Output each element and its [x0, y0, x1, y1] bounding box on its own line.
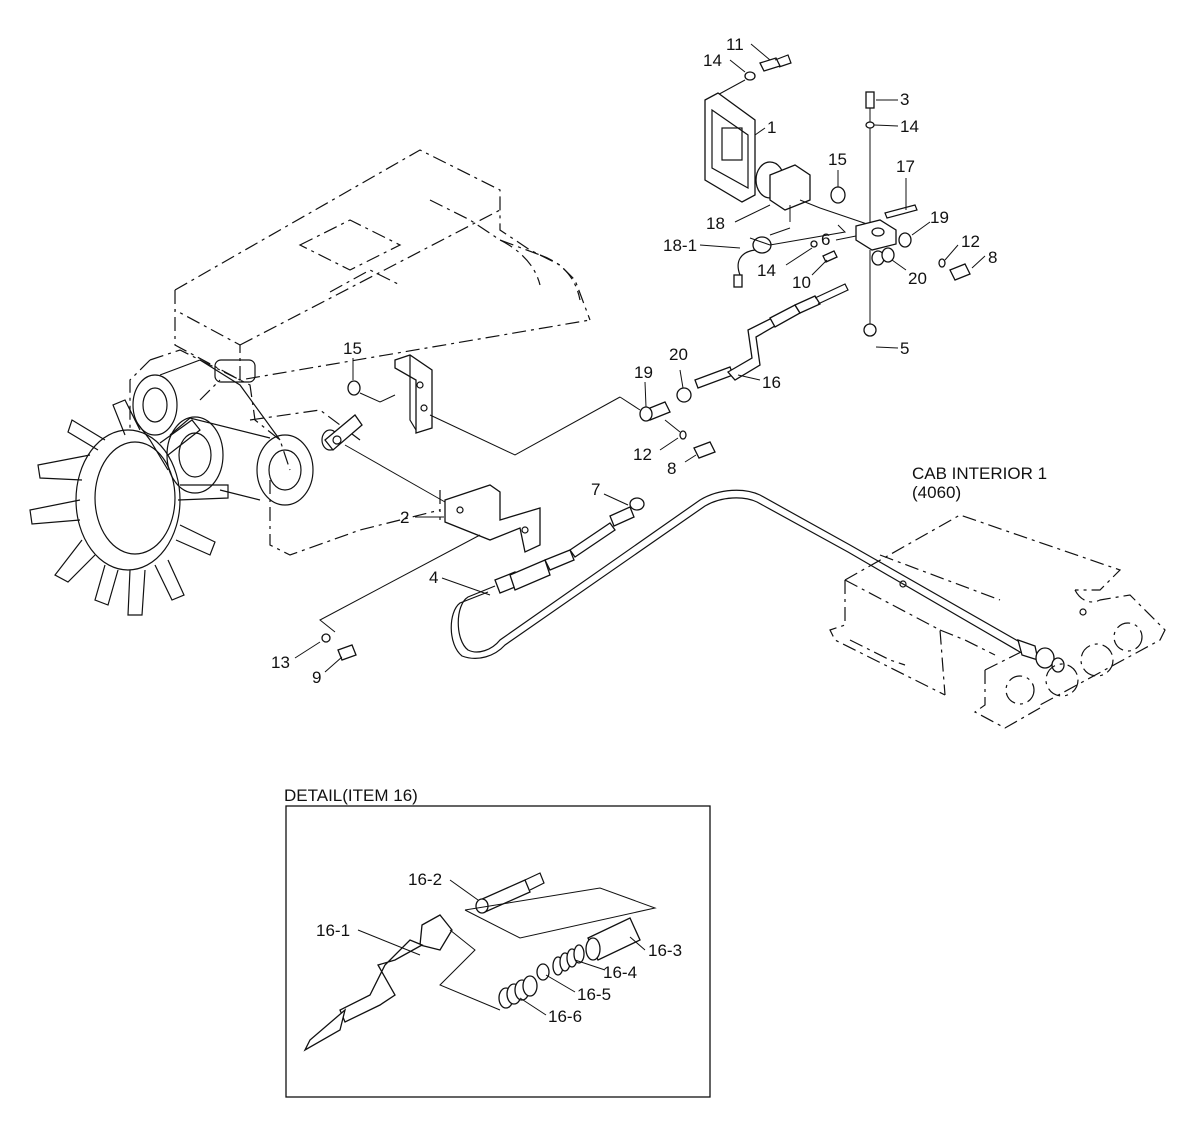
callout-18: 18: [706, 214, 725, 233]
callout-5: 5: [900, 339, 909, 358]
callout-16-6: 16-6: [548, 1007, 582, 1026]
callout-16-4: 16-4: [603, 963, 637, 982]
callout-16-2: 16-2: [408, 870, 442, 889]
push-pull-rod: [694, 283, 849, 389]
callout-8-top: 8: [988, 248, 997, 267]
callout-2: 2: [400, 508, 409, 527]
callout-14-right: 14: [900, 117, 919, 136]
cab-note-line1: CAB INTERIOR 1: [912, 464, 1047, 483]
engine-bracket-and-cable: [319, 414, 1065, 673]
cab-interior-phantom: [829, 514, 1166, 729]
callout-11: 11: [726, 35, 744, 54]
callout-8-mid: 8: [667, 459, 676, 478]
callout-20-top: 20: [908, 269, 927, 288]
callout-13: 13: [271, 653, 290, 672]
callout-6: 6: [821, 230, 830, 249]
callout-15-mid: 15: [343, 339, 362, 358]
callout-leader-lines: [294, 43, 986, 673]
callout-1: 1: [767, 118, 776, 137]
callout-17: 17: [896, 157, 915, 176]
callout-20-mid: 20: [669, 345, 688, 364]
callout-labels: 11 14 1 3 14 15 17 18 18-1 6 19 12 8 14 …: [271, 35, 1047, 1026]
callout-16-5: 16-5: [577, 985, 611, 1004]
callout-16: 16: [762, 373, 781, 392]
callout-16-1: 16-1: [316, 921, 350, 940]
cooling-fan: [29, 399, 229, 616]
callout-14-top: 14: [703, 51, 722, 70]
callout-12-mid: 12: [633, 445, 652, 464]
callout-9: 9: [312, 668, 321, 687]
callout-19-mid: 19: [634, 363, 653, 382]
callout-12-top: 12: [961, 232, 980, 251]
callout-15-top: 15: [828, 150, 847, 169]
callout-19-top: 19: [930, 208, 949, 227]
engine-phantom-outline: [129, 149, 591, 556]
top-cable-bracket-assembly: [704, 54, 971, 337]
callout-4: 4: [429, 568, 438, 587]
callout-10: 10: [792, 273, 811, 292]
callout-7: 7: [591, 480, 600, 499]
callout-3: 3: [900, 90, 909, 109]
mid-bracket: [347, 354, 716, 459]
callout-18-1: 18-1: [663, 236, 697, 255]
cab-note-line2: (4060): [912, 483, 961, 502]
detail-exploded-parts: [303, 872, 657, 1052]
detail-frame: [285, 805, 711, 1098]
callout-16-3: 16-3: [648, 941, 682, 960]
callout-14-mid: 14: [757, 261, 776, 280]
detail-title: DETAIL(ITEM 16): [284, 786, 418, 805]
